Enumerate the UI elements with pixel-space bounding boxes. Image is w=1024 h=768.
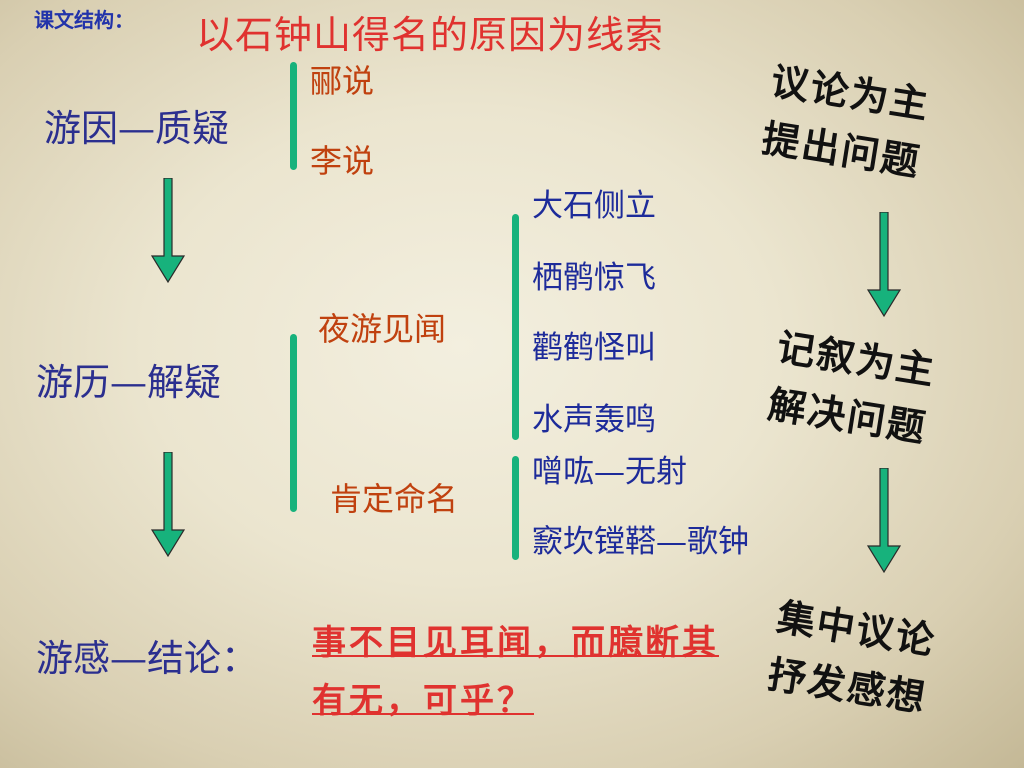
list-item: 水声轰鸣 (532, 402, 656, 438)
list-item: 噌吰—无射 (532, 454, 687, 490)
stage-journey: 游历—解疑 (36, 361, 221, 404)
brace-stage2 (290, 334, 297, 512)
down-arrow-icon (866, 212, 902, 318)
structure-label: 课文结构： (34, 8, 134, 32)
group-confirm-naming: 肯定命名 (330, 480, 459, 518)
brace-confirm-naming (512, 456, 519, 560)
theory-li-bo: 李说 (310, 142, 375, 180)
list-item: 大石侧立 (532, 188, 656, 224)
brace-night-trip (512, 214, 519, 440)
note-discuss-express: 集中议论 抒发感想 (764, 594, 939, 721)
list-item: 窾坎镗鞳—歌钟 (532, 524, 749, 560)
group-night-trip: 夜游见闻 (318, 310, 447, 348)
theory-li-daoyuan: 郦说 (310, 62, 375, 100)
stage-feeling: 游感—结论： (36, 637, 258, 680)
conclusion-quote: 事不目见耳闻，而臆断其有无，可乎？ (312, 623, 719, 721)
stage-cause: 游因—质疑 (44, 107, 229, 150)
down-arrow-icon (150, 178, 186, 284)
down-arrow-icon (150, 452, 186, 558)
brace-stage1 (290, 62, 297, 170)
list-item: 鹳鹤怪叫 (532, 330, 656, 366)
list-item: 栖鹘惊飞 (532, 260, 656, 296)
slide-title: 以石钟山得名的原因为线索 (196, 13, 665, 57)
note-discuss-raise: 议论为主 提出问题 (758, 58, 933, 185)
note-narrate-solve: 记叙为主 解决问题 (764, 324, 939, 451)
down-arrow-icon (866, 468, 902, 574)
